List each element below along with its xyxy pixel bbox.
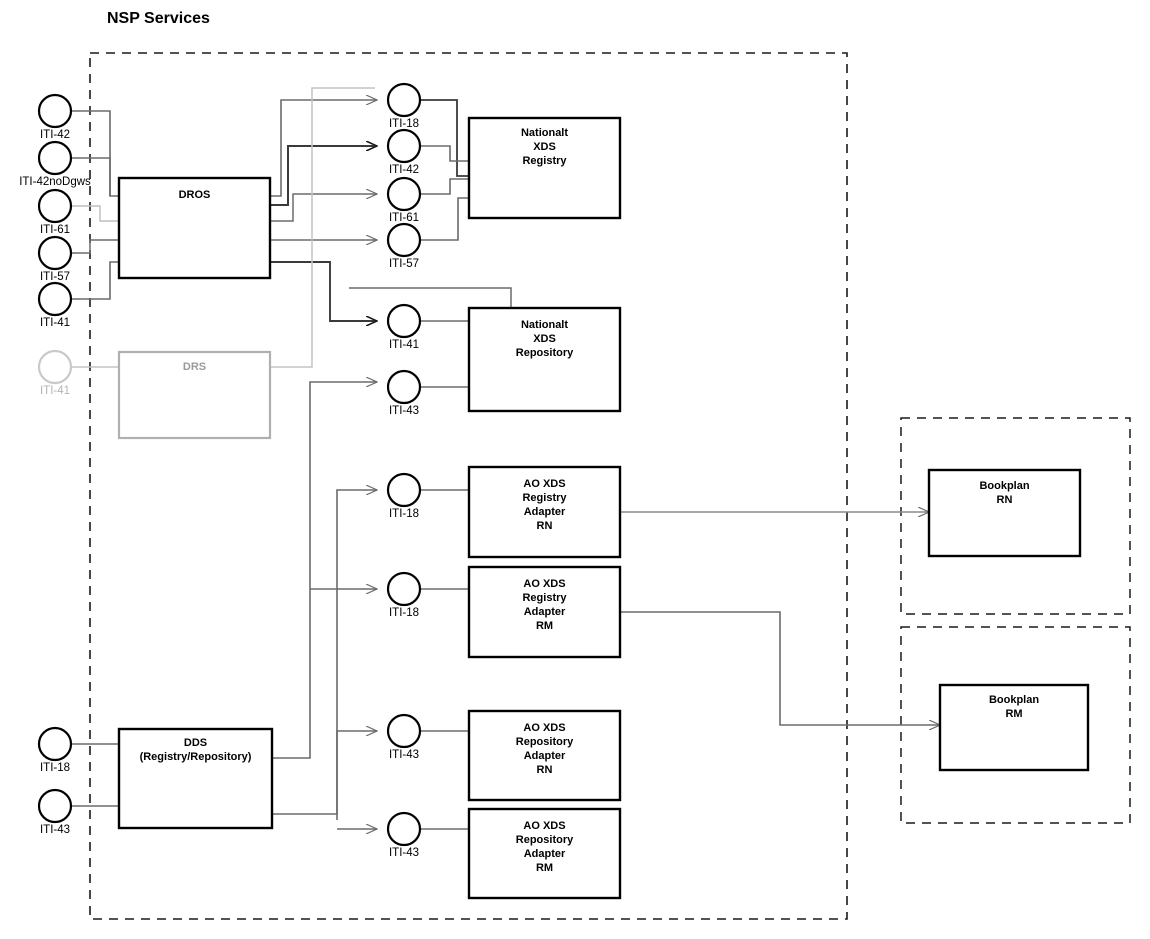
interface-circle-in-iti43-dds[interactable] [37,788,73,824]
box-ao-xds-repository-adapter-rn[interactable] [467,709,622,802]
interface-circle-out-iti61-reg[interactable] [386,176,422,212]
interface-label-out-iti61-reg: ITI-61 [388,212,420,224]
wire-iti42-to-natregistry [420,145,469,162]
interface-circle-out-iti18-arn[interactable] [386,472,422,508]
wire-iti61-to-natregistry [420,178,469,195]
interface-label-out-iti41-rep: ITI-41 [388,339,420,351]
interface-circle-in-iti41[interactable] [37,281,73,317]
interface-circle-in-iti42nodgws[interactable] [37,140,73,176]
wire-dros-shoulder-to-natrepository [349,287,512,308]
interface-label-out-iti43-prm: ITI-43 [388,847,420,859]
interface-label-in-iti42nodgws: ITI-42noDgws [19,176,91,188]
interface-label-in-iti43-dds: ITI-43 [39,824,71,836]
wire-dds-to-iti18arn [336,490,377,820]
box-nationalt-xds-registry[interactable] [467,116,622,220]
box-drs[interactable] [117,350,272,440]
wire-iti57-to-dros [71,239,119,254]
wire-dds-to-iti43rep [272,382,377,759]
container-nsp-services [89,52,848,920]
interface-label-in-iti61: ITI-61 [39,224,71,236]
interface-label-out-iti18-arn: ITI-18 [388,508,420,520]
wire-dros-to-iti18 [270,100,377,197]
wire-iti61-to-dros [71,205,119,222]
interface-label-in-iti57: ITI-57 [39,271,71,283]
page-title: NSP Services [107,10,210,27]
box-dds[interactable] [117,727,274,830]
interface-circle-out-iti43-prn[interactable] [386,713,422,749]
box-bookplan-rn[interactable] [927,468,1082,558]
interface-circle-in-iti61[interactable] [37,188,73,224]
box-ao-xds-repository-adapter-rm[interactable] [467,807,622,900]
interface-circle-out-iti43-rep[interactable] [386,369,422,405]
box-ao-xds-registry-adapter-rn[interactable] [467,465,622,559]
interface-circle-in-iti42[interactable] [37,93,73,129]
wire-dros-to-iti61 [270,194,377,222]
wire-iti42nodgws-to-dros [71,157,111,196]
container-zone-rn [900,417,1131,615]
interface-circle-out-iti18-reg[interactable] [386,82,422,118]
interface-circle-out-iti43-prm[interactable] [386,811,422,847]
interface-label-out-iti43-prn: ITI-43 [388,749,420,761]
interface-label-out-iti18-arm: ITI-18 [388,607,420,619]
wire-aoregrm-to-bookplanrm [620,611,940,725]
interface-label-out-iti18-reg: ITI-18 [388,118,420,130]
interface-label-out-iti57-reg: ITI-57 [388,258,420,270]
interface-circle-out-iti18-arm[interactable] [386,571,422,607]
interface-circle-out-iti57-reg[interactable] [386,222,422,258]
wire-iti57-to-natregistry [420,197,469,241]
interface-circle-in-iti18-dds[interactable] [37,726,73,762]
interface-label-in-iti18-dds: ITI-18 [39,762,71,774]
interface-label-out-iti42-reg: ITI-42 [388,164,420,176]
wire-dds-to-iti43prn [272,731,377,815]
wire-iti42-to-dros [71,110,119,197]
wire-iti18-to-natregistry [420,99,469,177]
box-dros[interactable] [117,176,272,280]
box-nationalt-xds-repository[interactable] [467,306,622,413]
box-bookplan-rm[interactable] [938,683,1090,772]
interface-circle-out-iti42-reg[interactable] [386,128,422,164]
wire-dros-to-iti41out [270,261,377,321]
interface-label-out-iti43-rep: ITI-43 [388,405,420,417]
wire-drs-to-iti18 [270,87,375,368]
interface-label-in-iti41-drs: ITI-41 [39,385,71,397]
wire-dros-to-iti42 [270,146,377,206]
interface-circle-in-iti41-drs[interactable] [37,349,73,385]
wire-iti41-to-dros [71,261,119,300]
interface-circle-in-iti57[interactable] [37,235,73,271]
interface-label-in-iti42: ITI-42 [39,129,71,141]
interface-label-in-iti41: ITI-41 [39,317,71,329]
box-ao-xds-registry-adapter-rm[interactable] [467,565,622,659]
interface-circle-out-iti41-rep[interactable] [386,303,422,339]
